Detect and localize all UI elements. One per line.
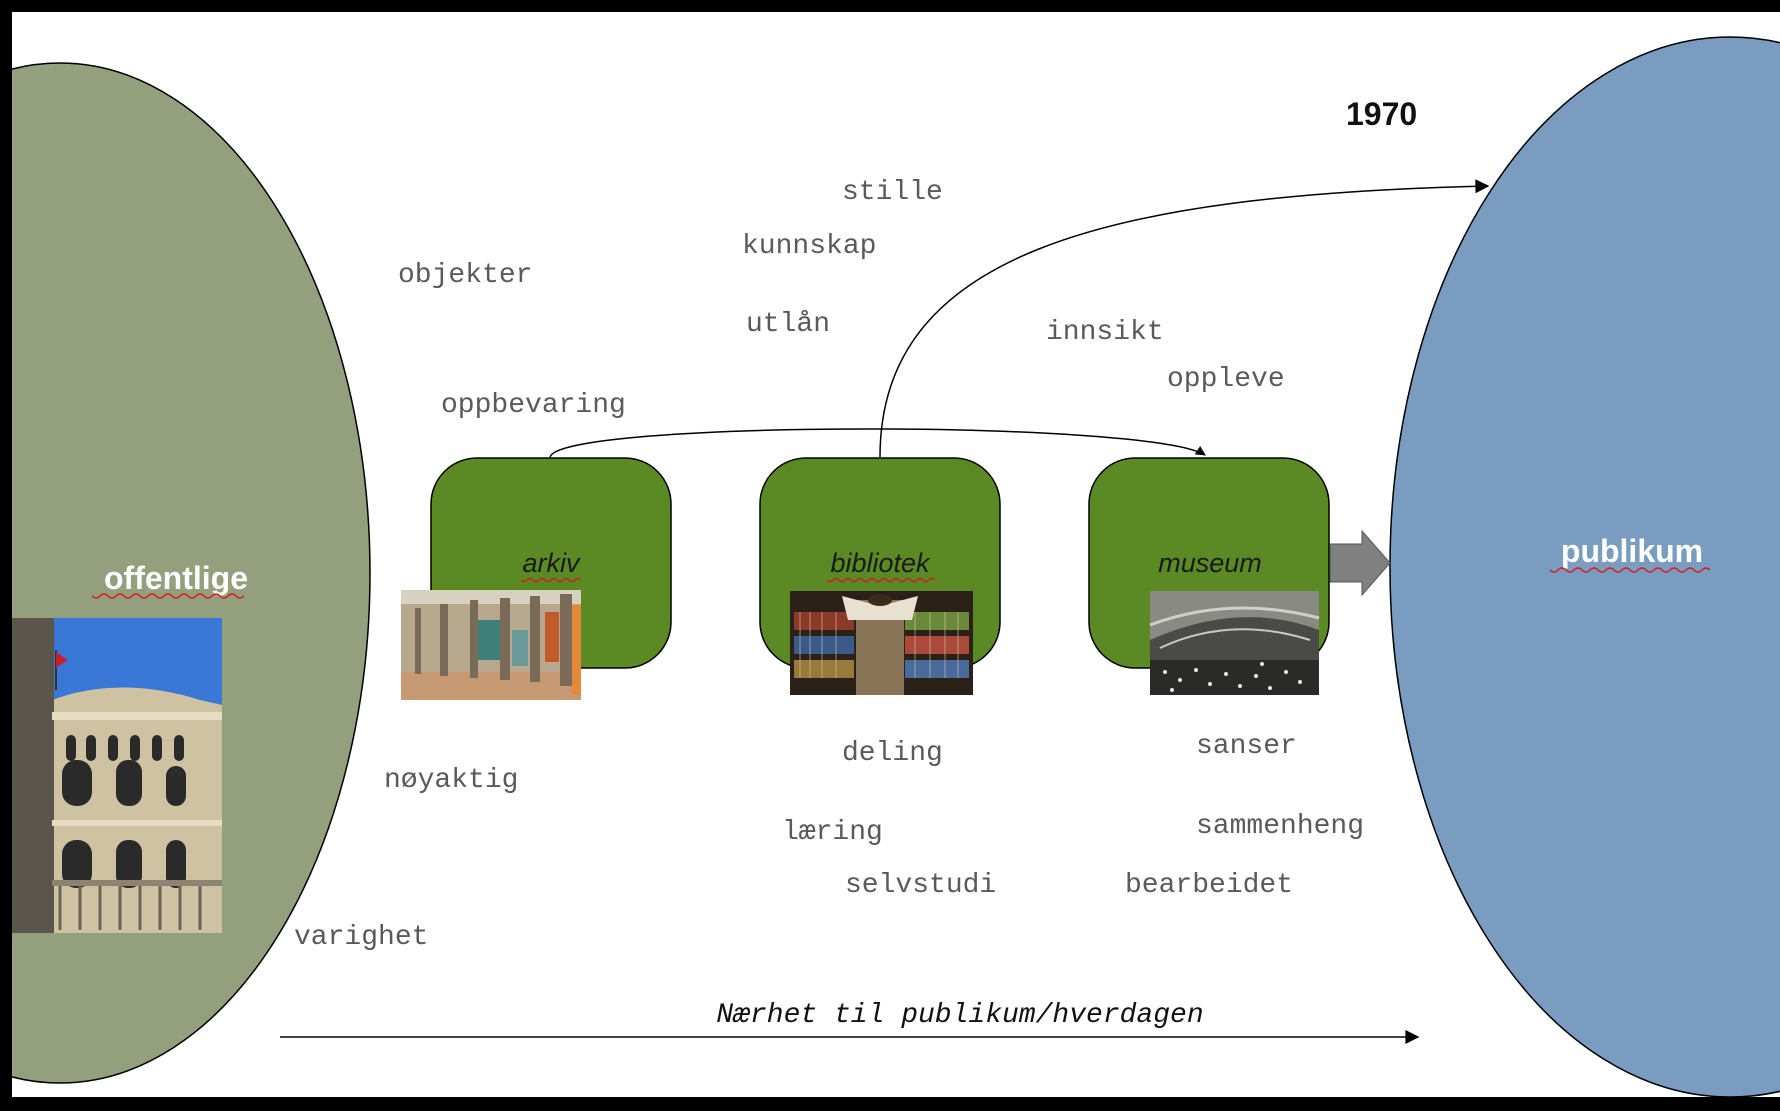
year-label: 1970 [1346,96,1417,132]
word-kunnskap: kunnskap [742,231,876,262]
spellcheck-underline [520,577,582,583]
library-to-publikum-arrow [879,179,1490,458]
offentlige-label: offentlige [104,560,248,596]
word-oppleve: oppleve [1167,364,1285,395]
spellcheck-underline [1549,567,1711,573]
spellcheck-underline [826,577,936,583]
axis-label: Nærhet til publikum/hverdagen [716,1000,1203,1031]
publikum-label: publikum [1561,533,1703,569]
arkiv-label: arkiv [522,548,581,578]
bibliotek-label: bibliotek [830,548,931,578]
word-laering: læring [782,817,883,848]
word-selvstudi: selvstudi [845,870,996,901]
word-deling: deling [842,738,943,769]
library-reader-photo [790,591,973,695]
museum-interior-photo [1149,591,1320,695]
word-sanser: sanser [1196,731,1297,762]
spellcheck-underline [91,593,245,599]
word-objekter: objekter [398,260,532,291]
archive-to-museum-arrow [549,428,1206,458]
word-oppbevaring: oppbevaring [441,390,626,421]
word-stille: stille [842,177,943,208]
parliament-building-photo [12,618,222,933]
word-noyaktig: nøyaktig [384,765,518,796]
museum-to-publikum-block-arrow [1329,529,1391,597]
publikum-ellipse [1389,36,1780,1097]
word-bearbeidet: bearbeidet [1125,870,1293,901]
museum-label: museum [1158,548,1262,578]
word-utlan: utlån [746,309,830,340]
word-varighet: varighet [294,922,428,953]
word-innsikt: innsikt [1046,317,1164,348]
word-sammenheng: sammenheng [1196,811,1364,842]
archive-shelves-photo [401,590,581,700]
